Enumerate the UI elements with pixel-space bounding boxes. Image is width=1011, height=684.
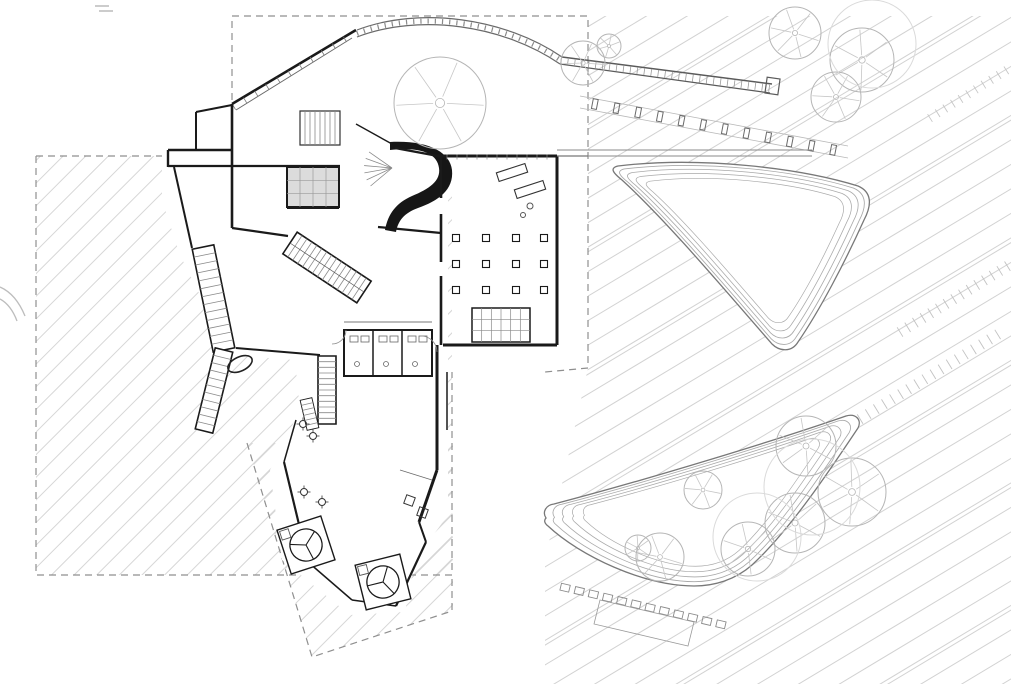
paver-row (559, 582, 727, 630)
curved-wall (385, 141, 453, 232)
tree-icon (720, 521, 776, 577)
turntable-pad (276, 515, 336, 575)
planter-upper (612, 161, 870, 351)
west-stair-lower (194, 346, 234, 435)
boundary-lower-parcel (246, 442, 453, 658)
planter-lower-contours (543, 414, 860, 587)
tree-icon (810, 71, 862, 123)
tree-icon (560, 40, 606, 86)
tree-icon (596, 33, 622, 59)
boundary-upper-parcel (231, 15, 589, 373)
turntable-pad-west (276, 515, 336, 575)
turntable-pad-south (354, 553, 412, 611)
property-boundaries (35, 15, 589, 658)
tree-icon (829, 27, 895, 93)
oval-island (227, 354, 253, 374)
turntable-pad (354, 553, 412, 611)
site-structures (0, 5, 849, 647)
building-footprint (162, 146, 448, 615)
tree-icon (763, 438, 861, 536)
planter-lower (543, 414, 860, 587)
building (162, 28, 588, 615)
tree-icon (827, 0, 917, 89)
service-rooms (343, 329, 433, 377)
column-grid (451, 233, 549, 295)
tree-large (393, 56, 487, 150)
tree-icon (683, 470, 723, 510)
tree-icon (624, 534, 652, 562)
boundary-left-parcel (35, 156, 453, 576)
tree-icon (775, 415, 837, 477)
tree-icon (393, 56, 487, 150)
planter-upper-contours (612, 161, 870, 351)
altar-plinth (471, 307, 531, 343)
ramp-edge (561, 56, 773, 85)
colonnade (590, 98, 838, 156)
plant-room (286, 166, 340, 208)
core-stair (317, 355, 337, 425)
curved-walkway (356, 17, 563, 58)
trees (393, 0, 917, 582)
tree-icon (817, 457, 887, 527)
tree-icon (768, 6, 822, 60)
tree-icon (712, 492, 802, 582)
west-stair-upper (191, 243, 236, 354)
north-diagonal-wall (231, 28, 357, 106)
